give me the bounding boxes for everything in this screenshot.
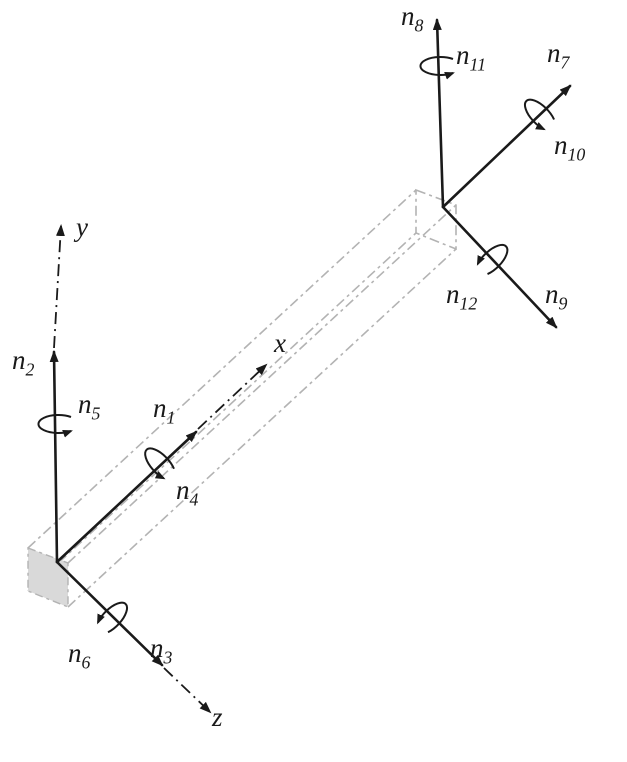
- n2-arrow: [49, 350, 59, 564]
- coordinate-axes: [53, 224, 268, 714]
- node1-arrows: [49, 350, 198, 667]
- label-n1: n1: [153, 393, 176, 428]
- label-n8: n8: [401, 1, 424, 36]
- label-n3: n3: [150, 633, 173, 668]
- label-y-axis: y: [76, 212, 88, 242]
- label-n2: n2: [12, 345, 35, 380]
- label-n9: n9: [545, 279, 568, 314]
- n12-rotation-arrow: [476, 243, 509, 275]
- n10-rotation-arrow: [523, 98, 555, 131]
- z-axis-line: [163, 667, 212, 714]
- n6-rotation-arrow: [97, 601, 129, 634]
- label-n12: n12: [446, 279, 478, 314]
- label-n7: n7: [547, 38, 570, 73]
- n7-arrow: [441, 84, 572, 209]
- label-n10: n10: [554, 130, 586, 165]
- label-n6: n6: [68, 638, 91, 673]
- n1-arrow: [55, 430, 198, 564]
- beam-edge-top-front: [67, 204, 457, 564]
- label-n5: n5: [78, 389, 101, 424]
- beam-edge-bottom-rear: [27, 232, 417, 592]
- label-n4: n4: [176, 475, 199, 510]
- n9-arrow: [441, 205, 558, 329]
- n11-rotation-arrow: [419, 56, 455, 80]
- y-axis-line: [53, 224, 65, 349]
- node2-arrows: [432, 18, 572, 329]
- n3-arrow: [55, 560, 164, 667]
- label-n11: n11: [456, 40, 486, 75]
- x-axis-line: [197, 363, 268, 430]
- label-x-axis: x: [274, 328, 286, 358]
- n5-rotation-arrow: [37, 414, 73, 438]
- rotation-arrows: [37, 56, 555, 634]
- n8-arrow: [432, 18, 445, 209]
- beam-edge-top-rear: [27, 189, 417, 549]
- beam-edge-bottom-front: [67, 248, 457, 608]
- label-z-axis: z: [212, 702, 223, 732]
- n4-rotation-arrow: [144, 447, 175, 480]
